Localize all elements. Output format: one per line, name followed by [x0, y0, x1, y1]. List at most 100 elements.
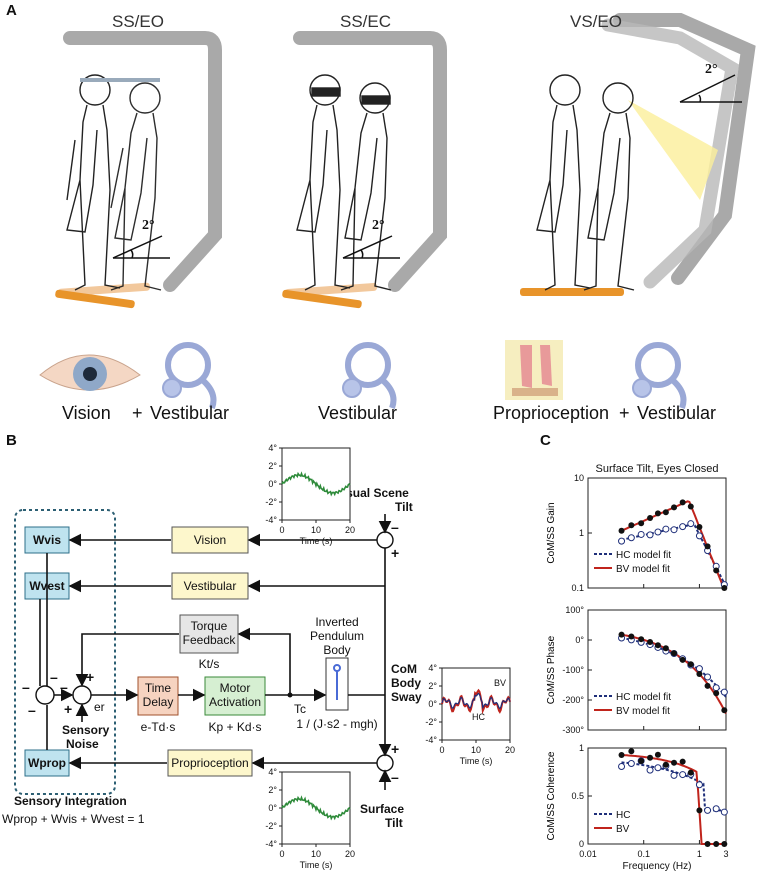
sensory-integration-box	[14, 509, 116, 795]
x-axis-label: Time (s)	[300, 860, 333, 870]
phase-legend-hc-label: HC model fit	[616, 692, 671, 703]
coherence-hc-point	[704, 806, 712, 814]
panel-b-block-diagram: – + + – – – – + + –	[14, 509, 399, 795]
phase-bv-point	[654, 642, 661, 649]
phase-y-tick-label: 100°	[565, 605, 584, 615]
tilting-platform-1	[55, 282, 150, 309]
angle-label-1: 2°	[142, 218, 155, 233]
coherence-y-axis-label: CoM/SS Coherence	[546, 751, 557, 840]
inner-ear-icon-2	[342, 342, 397, 410]
tilting-platform-2	[282, 282, 377, 309]
phase-hc-point	[704, 673, 712, 681]
x-tick-label: 20	[345, 849, 355, 859]
phase-bv-point	[628, 633, 635, 640]
w-prop-label: Wprop	[28, 756, 66, 770]
coherence-legend-hc-label: HC	[616, 810, 630, 821]
coherence-bv-point	[654, 751, 661, 758]
coherence-bv-point	[662, 761, 669, 768]
gain-bv-point	[618, 527, 625, 534]
phase-bv-point	[704, 682, 711, 689]
y-tick-label: -2°	[425, 717, 437, 727]
gain-hc-point	[618, 537, 626, 545]
y-tick-label: -2°	[265, 497, 277, 507]
torque-feedback-label-1: Torque	[190, 619, 228, 633]
sign-minus-w1: –	[22, 679, 30, 695]
coherence-hc-point	[646, 766, 654, 774]
coherence-bv-point	[638, 757, 645, 764]
sign-plus-visual: +	[391, 545, 399, 561]
gain-y-axis-label: CoM/SS Gain	[546, 502, 557, 563]
x-tick-label: 0	[279, 525, 284, 535]
y-tick-label: 4°	[268, 443, 277, 453]
angle-indicator-2	[342, 235, 400, 259]
motor-activation-label-1: Motor	[219, 681, 251, 695]
w-vest-label: Wvest	[29, 579, 65, 593]
tc-node	[287, 692, 293, 698]
gain-hc-point	[679, 523, 687, 531]
coherence-legend-bv-label: BV	[616, 824, 630, 835]
vision-block	[171, 526, 249, 554]
phase-bv-point	[696, 671, 703, 678]
x-tick-label: 10	[311, 849, 321, 859]
eye-icon	[39, 354, 141, 391]
phase-bv-point	[638, 636, 645, 643]
gain-bv-point	[654, 510, 661, 517]
phase-bv-point	[687, 661, 694, 668]
surface-tilt-label-1: Surface	[360, 802, 405, 816]
panel-c-label: C	[540, 432, 551, 449]
phase-hc-point	[720, 688, 728, 696]
gain-bv-point	[628, 522, 635, 529]
condition-label-vs-eo: VS/EO	[570, 12, 622, 31]
y-tick-label: 2°	[268, 785, 277, 795]
sign-minus-w2: –	[50, 669, 58, 685]
phase-bv-point	[662, 645, 669, 652]
coherence-bv-point	[671, 759, 678, 766]
gain-bv-point	[696, 523, 703, 530]
coherence-hc-point	[654, 764, 662, 772]
er-label: er	[94, 700, 105, 714]
angle-indicator-1	[112, 235, 170, 259]
sensory-noise-label-2: Noise	[66, 737, 99, 751]
pendulum-label-3: Body	[323, 643, 351, 657]
bv-trace-label: BV	[494, 678, 506, 688]
sign-plus-n1: +	[86, 669, 94, 685]
x-axis-label: Time (s)	[460, 756, 493, 766]
sensory-noise-label-1: Sensory	[62, 723, 110, 737]
body-label: Body	[391, 676, 421, 690]
coherence-bv-point	[679, 758, 686, 765]
sign-minus-n: –	[60, 679, 68, 695]
gain-bv-point	[671, 504, 678, 511]
pendulum-figure	[333, 664, 341, 700]
angle-label-2: 2°	[372, 218, 385, 233]
y-tick-label: 2°	[428, 681, 437, 691]
x-tick-label: 20	[345, 525, 355, 535]
x-tick-label: 10	[311, 525, 321, 535]
y-tick-label: 0°	[268, 479, 277, 489]
body-figures-1	[66, 74, 162, 291]
phase-hc-point	[695, 665, 703, 673]
sign-plus-n2: +	[64, 701, 72, 717]
panel-b-label: B	[6, 432, 17, 449]
blindfold-1	[311, 87, 341, 97]
gain-hc-point	[695, 532, 703, 540]
motor-tf-label: Kp + Kd·s	[208, 720, 262, 734]
phase-y-tick-label: 0°	[575, 635, 584, 645]
gain-hc-point	[670, 526, 678, 534]
coherence-bv-point	[704, 841, 711, 847]
time-delay-label-1: Time	[144, 681, 172, 695]
x-tick-label: 0.01	[579, 849, 597, 859]
w-vis-label: Wvis	[32, 533, 61, 547]
body-figures-3	[536, 74, 635, 291]
coherence-hc-point	[618, 762, 626, 770]
com-label: CoM	[391, 662, 417, 676]
coherence-hc-point	[720, 808, 728, 816]
phase-bv-point	[671, 650, 678, 657]
gain-bv-point	[704, 543, 711, 550]
phase-hc-point	[712, 684, 720, 692]
feet-proprioception-icon	[505, 340, 563, 400]
y-tick-label: 0°	[428, 699, 437, 709]
visual-scene-tilt-label-2: Tilt	[395, 500, 413, 514]
visual-surround-wall-2	[293, 31, 447, 292]
